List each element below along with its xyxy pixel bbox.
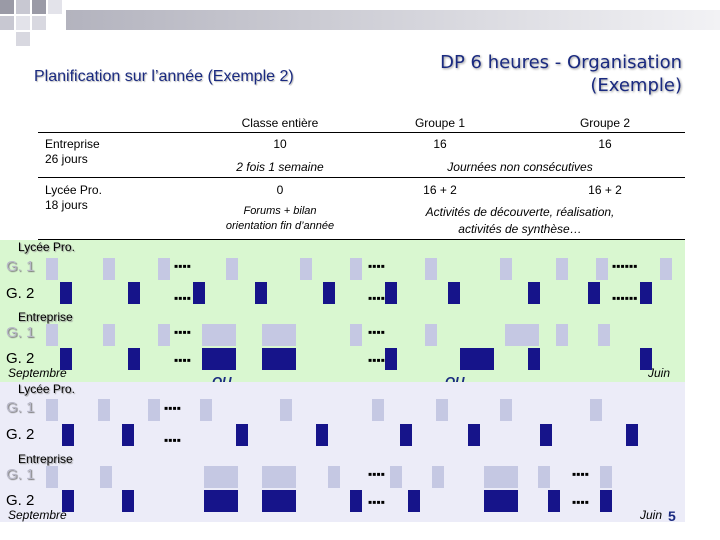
row-entreprise-g2: 16 — [598, 137, 612, 151]
col-header-g2: Groupe 2 — [579, 116, 631, 130]
row-entreprise-g1: 16 — [433, 137, 447, 151]
row-lycee-sub-groups-1: Activités de découverte, réalisation, — [425, 205, 615, 219]
plan1-g1-entreprise: G. 1 — [6, 324, 35, 341]
plan1-g2-lycee: G. 2 — [6, 285, 35, 302]
plan1-lycee-label: Lycée Pro. — [18, 240, 75, 254]
table-line-top — [38, 132, 685, 133]
row-entreprise-label-2: 26 jours — [45, 152, 88, 166]
row-lycee-label-1: Lycée Pro. — [45, 183, 102, 197]
plan2-g1-entreprise: G. 1 — [6, 466, 35, 483]
page-title-left: Planification sur l’année (Exemple 2) — [34, 68, 294, 85]
plan2-band — [0, 382, 685, 522]
table-line-mid — [38, 177, 685, 178]
plan2-g2-lycee: G. 2 — [6, 426, 35, 443]
plan1-g2-entreprise: G. 2 — [6, 350, 35, 367]
plan2-juin: Juin — [640, 508, 663, 522]
plan2-lycee-label: Lycée Pro. — [18, 382, 75, 396]
row-lycee-sub-classe-2: orientation fin d’année — [225, 220, 335, 232]
col-header-g1: Groupe 1 — [414, 116, 466, 130]
row-entreprise-classe: 10 — [273, 137, 287, 151]
plan2-entreprise-label: Entreprise — [18, 452, 73, 466]
table-line-bottom — [38, 239, 685, 240]
row-lycee-sub-classe-1: Forums + bilan — [243, 205, 317, 217]
row-lycee-g2: 16 + 2 — [588, 183, 622, 197]
plan2-g1-lycee: G. 1 — [6, 399, 35, 416]
row-entreprise-label-1: Entreprise — [45, 137, 100, 151]
plan1-g1-lycee: G. 1 — [6, 258, 35, 275]
row-lycee-sub-groups-2: activités de synthèse… — [458, 222, 582, 236]
plan1-juin: Juin — [648, 366, 671, 380]
row-lycee-g1: 16 + 2 — [423, 183, 457, 197]
plan2-g2-entreprise: G. 2 — [6, 492, 35, 509]
page-number: 5 — [668, 508, 676, 524]
plan1-entreprise-label: Entreprise — [18, 310, 73, 324]
row-lycee-label-2: 18 jours — [45, 198, 88, 212]
col-header-classe: Classe entière — [241, 116, 319, 130]
row-entreprise-sub-groups: Journées non consécutives — [447, 160, 593, 174]
row-entreprise-sub-classe: 2 fois 1 semaine — [236, 160, 324, 174]
plan2-septembre: Septembre — [8, 508, 67, 522]
plan1-septembre: Septembre — [8, 366, 67, 380]
row-lycee-classe: 0 — [276, 183, 284, 197]
page-title-right-1: DP 6 heures - Organisation — [440, 52, 682, 73]
page-title-right-2: (Exemple) — [590, 75, 682, 96]
